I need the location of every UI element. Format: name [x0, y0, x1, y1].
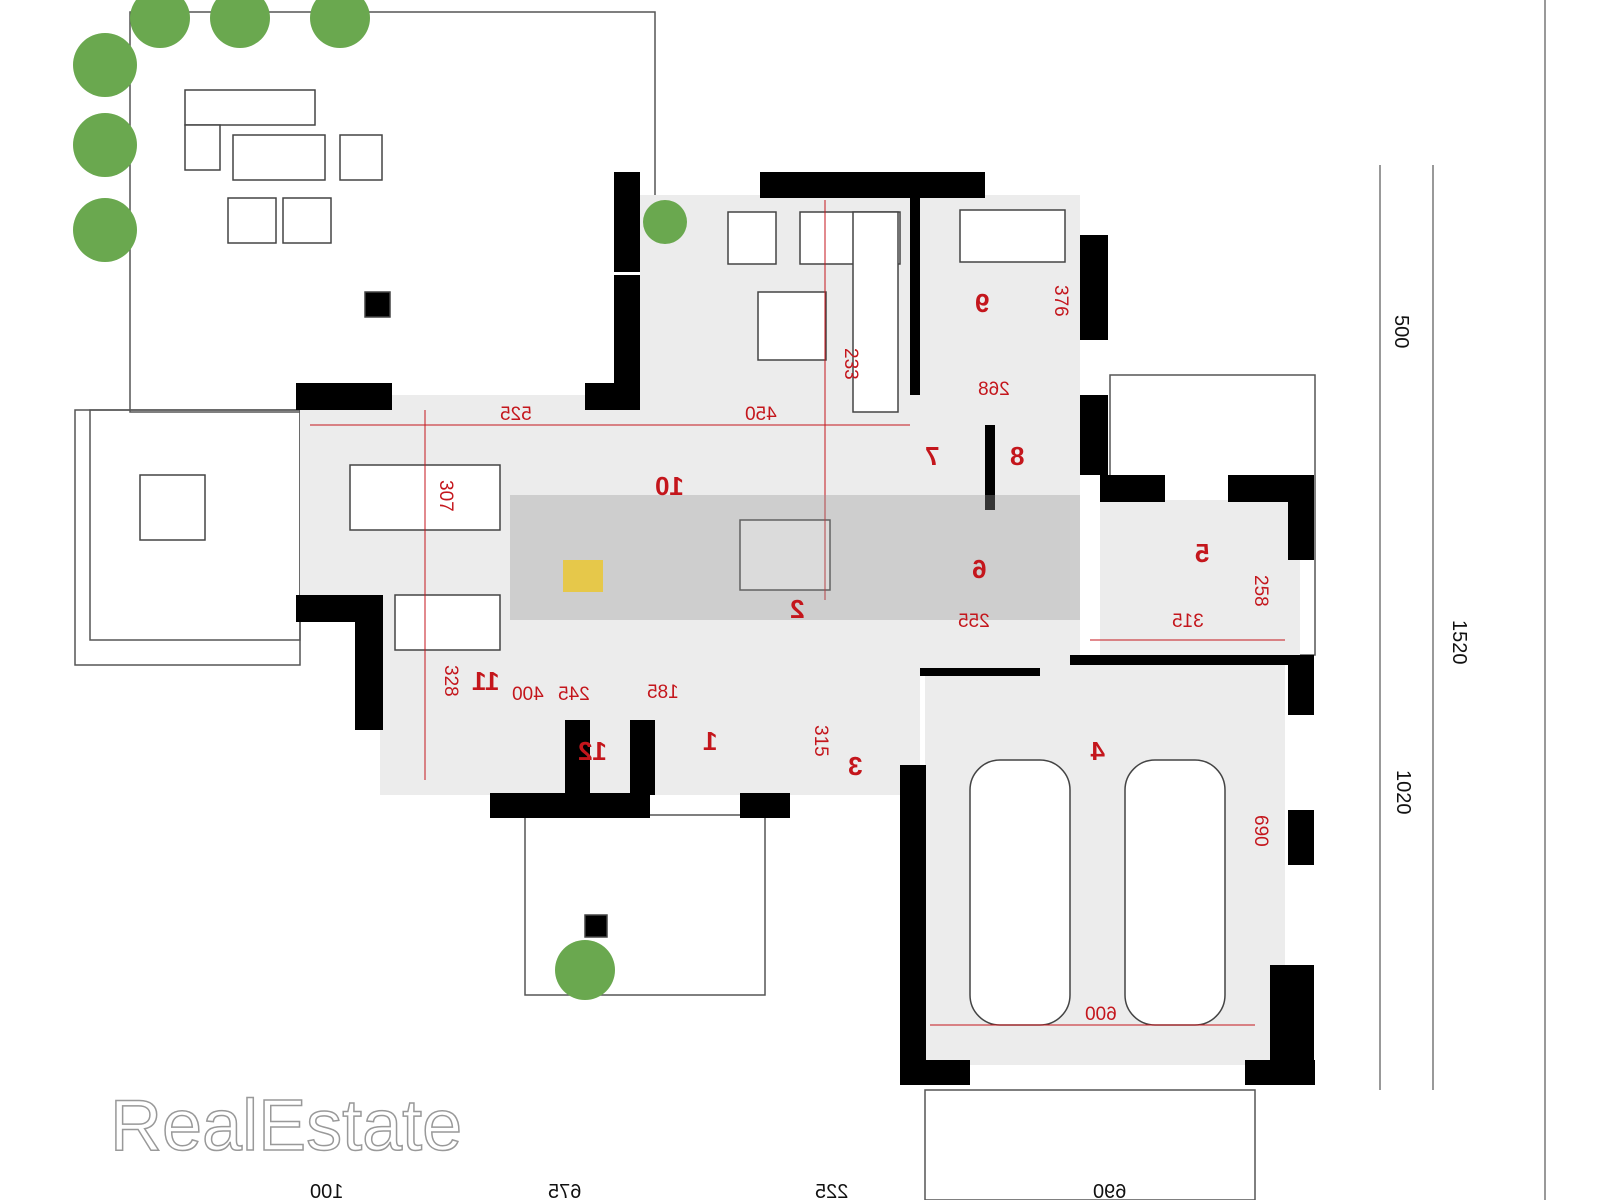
room-7-label: 7	[925, 441, 939, 471]
dim-245: 245	[558, 684, 590, 705]
walls	[296, 172, 1315, 1085]
dim-400: 400	[512, 684, 544, 705]
outer-dim-1520: 1520	[1448, 620, 1470, 665]
room-8-label: 8	[1010, 441, 1024, 471]
room-3-label: 3	[848, 751, 862, 781]
outer-dim-675: 675	[548, 1181, 581, 1200]
room-11-label: 11	[472, 666, 500, 696]
outer-dim-100: 100	[310, 1181, 343, 1200]
fireplace-icon	[563, 560, 603, 592]
dim-185: 185	[647, 682, 679, 703]
room-2-label: 2	[790, 594, 804, 624]
dimension-lines	[310, 200, 1285, 1026]
room-12-label: 12	[578, 736, 607, 766]
outer-dim-690: 690	[1093, 1181, 1126, 1200]
dim-307: 307	[435, 480, 456, 512]
dim-315-room3: 315	[810, 725, 831, 757]
room-labels: 1 2 3 4 5 6 7 8 9 10 11 12	[472, 288, 1209, 781]
outer-dimensions: 500 1520 1020 100 675 225 690	[310, 315, 1470, 1200]
room-6-label: 6	[972, 554, 986, 584]
outer-dim-500: 500	[1390, 315, 1412, 348]
outer-dimension-lines	[1379, 0, 1546, 1200]
plants	[73, 0, 687, 1000]
dim-233: 233	[840, 348, 861, 380]
dim-328: 328	[440, 665, 461, 697]
watermark-text: RealEstate	[110, 1086, 462, 1166]
dim-315-room5: 315	[1172, 611, 1204, 632]
dim-258: 258	[1250, 575, 1271, 607]
room-5-label: 5	[1195, 538, 1209, 568]
watermark-band	[510, 495, 1080, 620]
dim-600: 600	[1085, 1004, 1117, 1025]
outer-dim-1020: 1020	[1392, 770, 1414, 815]
dim-525: 525	[500, 404, 532, 425]
room-1-label: 1	[703, 726, 717, 756]
inner-dimensions: 525 450 233 376 268 307 258 315 255 328 …	[435, 285, 1271, 1025]
room-10-label: 10	[655, 471, 684, 501]
room-4-label: 4	[1090, 736, 1105, 766]
dim-376: 376	[1050, 285, 1071, 317]
dim-690: 690	[1250, 815, 1271, 847]
room-9-label: 9	[975, 288, 989, 318]
dim-268: 268	[978, 379, 1010, 400]
dim-255: 255	[958, 611, 990, 632]
outer-dim-225: 225	[815, 1181, 848, 1200]
dim-450: 450	[745, 404, 777, 425]
